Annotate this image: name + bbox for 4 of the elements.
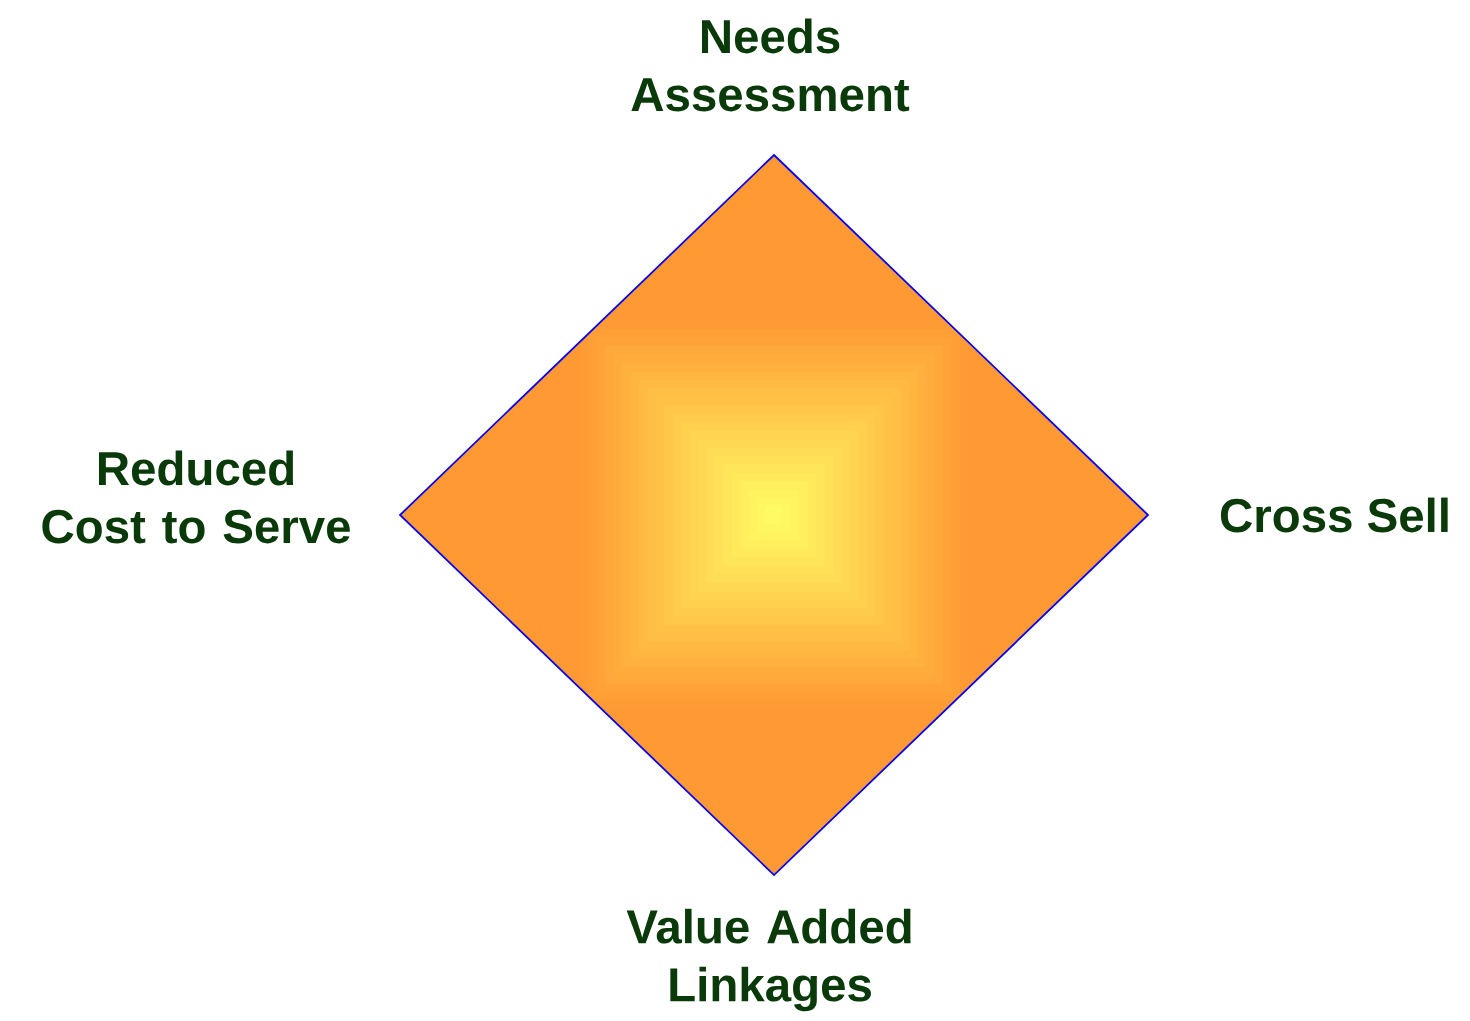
- corner-label: Needs Assessment: [631, 18, 910, 112]
- corner-label: Reduced Cost to Serve: [42, 450, 350, 544]
- corner-label: Value Added Linkages: [626, 908, 911, 1012]
- corner-label: Cross Sell: [1220, 497, 1448, 533]
